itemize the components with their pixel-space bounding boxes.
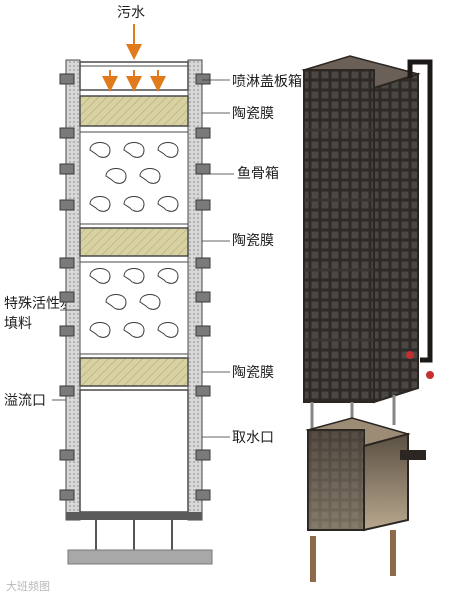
ceramic-membrane-3 [79,357,189,387]
ceramic-membrane-1 [79,95,189,127]
activated-carbon-label: 特殊活性炭填料 [4,296,74,332]
flange-block [59,449,75,461]
red-valve [426,371,434,379]
ceramic-membrane-label-1: 陶瓷膜 [232,106,274,122]
inlet-label: 污水 [117,5,145,21]
fishbone-element [157,142,179,158]
flange-block [195,325,211,337]
flange-block [195,257,211,269]
fishbone-element [89,142,111,158]
spray-cover-label: 喷淋盖板箱 [232,74,302,90]
skid [310,536,316,582]
flange-block [59,73,75,85]
fishbone-element [105,168,127,184]
flange-block [59,291,75,303]
fishbone-element [139,294,161,310]
flange-block [195,127,211,139]
base-slab [67,549,213,565]
collection-chamber [79,389,189,513]
flange-block [195,163,211,175]
outlet-label: 取水口 [232,430,274,446]
red-valve [406,351,414,359]
flange-block [59,127,75,139]
skid [390,530,396,576]
fishbone-element [139,168,161,184]
flange-block [59,489,75,501]
flange-block [59,385,75,397]
fishbone-element [123,196,145,212]
fishbone-element [123,268,145,284]
flange-block [59,257,75,269]
fishbone-element [157,322,179,338]
fishbone-element [157,196,179,212]
pipe [407,59,433,363]
flange-block [59,199,75,211]
fishbone-element [123,322,145,338]
fishbone-box-label: 鱼骨箱 [237,166,279,182]
fishbone-box-region [79,131,189,225]
fishbone-element [89,268,111,284]
flange-block [59,325,75,337]
fishbone-element [157,268,179,284]
fishbone-element [105,294,127,310]
flange-block [195,449,211,461]
ceramic-membrane-label-2: 陶瓷膜 [232,233,274,249]
flange-block [195,385,211,397]
bottom-plate [66,512,202,520]
lower-box-side [363,432,409,532]
flange-block [195,291,211,303]
activated-carbon-region [79,261,189,355]
flange-block [195,489,211,501]
fishbone-element [123,142,145,158]
watermark: 大班频图 [6,580,50,593]
unit-photo [301,55,434,582]
flange-block [195,73,211,85]
tower-side [373,72,419,404]
overflow-label: 溢流口 [4,393,46,409]
flange-block [59,163,75,175]
fishbone-element [89,196,111,212]
ceramic-membrane-label-3: 陶瓷膜 [232,365,274,381]
fishbone-element [89,322,111,338]
flange-block [195,199,211,211]
ceramic-membrane-2 [79,227,189,257]
tower-front [303,69,375,403]
